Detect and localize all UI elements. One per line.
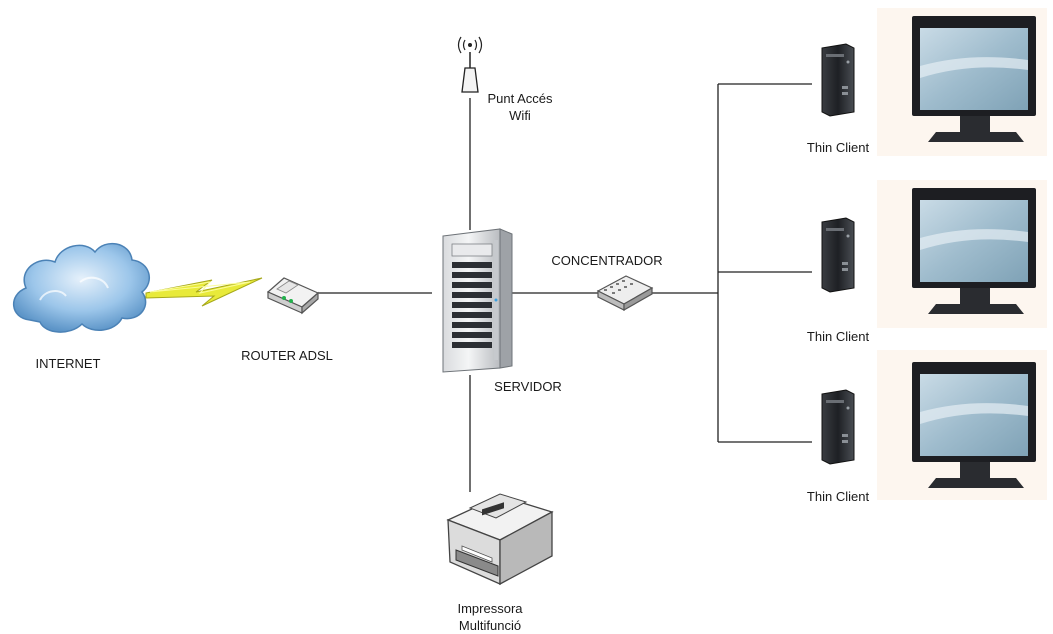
server-label: SERVIDOR [494, 379, 562, 394]
thin-client-2 [821, 180, 1047, 328]
internet-label: INTERNET [35, 356, 101, 371]
wifi-ap-label-line2: Wifi [509, 108, 531, 123]
hub-label: CONCENTRADOR [551, 253, 663, 268]
thin-client-box-icon [821, 389, 855, 465]
hub-icon [596, 275, 654, 312]
thin-client-box-icon [821, 43, 855, 117]
thin-client-2-label: Thin Client [806, 329, 870, 344]
monitor-icon [877, 350, 1047, 500]
thin-client-box-icon [821, 217, 855, 293]
printer-label-line1: Impressora [457, 601, 523, 616]
monitor-icon [877, 8, 1047, 156]
printer-label-line2: Multifunció [458, 618, 522, 633]
monitor-icon [877, 180, 1047, 328]
cloud-icon [13, 242, 151, 333]
thin-client-1 [821, 8, 1047, 156]
router-icon [266, 277, 320, 315]
router-label: ROUTER ADSL [241, 348, 333, 363]
wifi-ap-label-line1: Punt Accés [487, 91, 553, 106]
thin-client-3-label: Thin Client [806, 489, 870, 504]
wan-link-icon [145, 277, 263, 307]
connection-lines [314, 83, 812, 492]
wifi-antenna-icon [457, 36, 483, 93]
server-tower-icon [442, 228, 513, 373]
printer-icon [446, 493, 554, 586]
thin-client-1-label: Thin Client [806, 140, 870, 155]
thin-client-3 [821, 350, 1047, 500]
